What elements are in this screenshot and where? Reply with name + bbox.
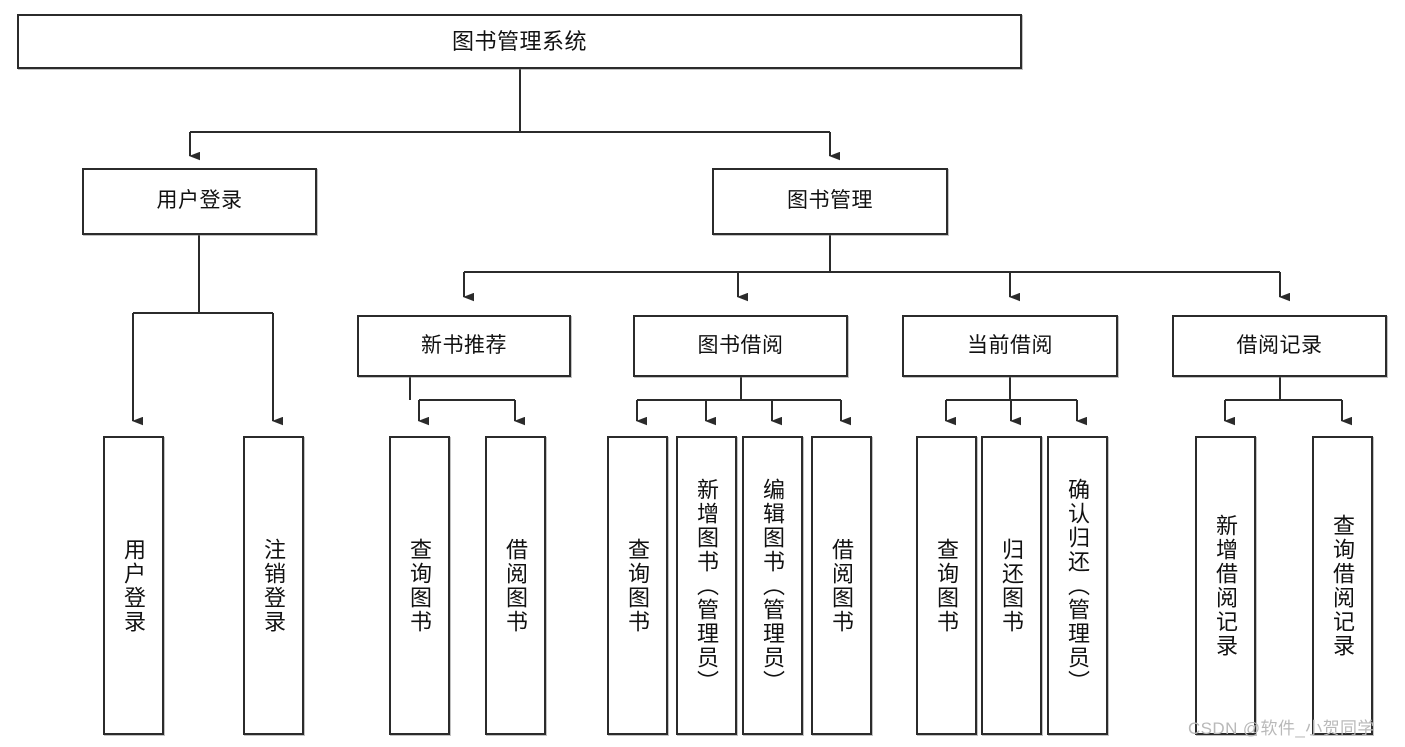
node-user-login[interactable]: 用户登录 (82, 168, 317, 235)
node-leaf-return-book[interactable]: 归还图书 (981, 436, 1042, 735)
csdn-watermark: CSDN @软件_小贺同学 (1188, 719, 1375, 738)
node-leaf-edit-book[interactable]: 编辑图书（管理员） (742, 436, 803, 735)
node-leaf-add-borrow-record[interactable]: 新增借阅记录 (1195, 436, 1256, 735)
node-label: 注销登录 (261, 537, 287, 634)
node-label: 借阅图书 (829, 537, 855, 634)
node-leaf-user-login[interactable]: 用户登录 (103, 436, 164, 735)
node-label: 查询图书 (625, 537, 651, 634)
node-label: 图书管理 (787, 189, 873, 213)
node-book-borrow[interactable]: 图书借阅 (633, 315, 848, 377)
node-label: 当前借阅 (967, 333, 1053, 357)
node-new-book-recommend[interactable]: 新书推荐 (357, 315, 571, 377)
node-label: 查询图书 (407, 537, 433, 634)
node-label: 用户登录 (121, 537, 147, 634)
node-label: 图书借阅 (697, 333, 784, 357)
node-label: 新增图书（管理员） (694, 477, 720, 694)
node-leaf-query-book-recommend[interactable]: 查询图书 (389, 436, 450, 735)
node-label: 新书推荐 (421, 333, 507, 357)
node-leaf-query-book-borrow[interactable]: 查询图书 (607, 436, 668, 735)
node-label: 查询借阅记录 (1330, 513, 1356, 658)
node-label: 确认归还（管理员） (1065, 477, 1091, 694)
node-label: 编辑图书（管理员） (760, 477, 786, 694)
node-borrow-record[interactable]: 借阅记录 (1172, 315, 1387, 377)
node-leaf-confirm-return[interactable]: 确认归还（管理员） (1047, 436, 1108, 735)
node-label: 借阅记录 (1236, 333, 1323, 357)
node-label: 查询图书 (934, 537, 960, 634)
node-label: 借阅图书 (503, 537, 529, 634)
node-label: 新增借阅记录 (1213, 513, 1239, 658)
node-leaf-add-book[interactable]: 新增图书（管理员） (676, 436, 737, 735)
node-label: 归还图书 (999, 537, 1025, 634)
node-leaf-query-borrow-record[interactable]: 查询借阅记录 (1312, 436, 1373, 735)
node-current-borrow[interactable]: 当前借阅 (902, 315, 1118, 377)
node-label: 图书管理系统 (451, 28, 587, 54)
node-leaf-user-logout[interactable]: 注销登录 (243, 436, 304, 735)
node-leaf-borrow-book[interactable]: 借阅图书 (811, 436, 872, 735)
node-root-book-management-system[interactable]: 图书管理系统 (17, 14, 1022, 69)
node-leaf-borrow-book-recommend[interactable]: 借阅图书 (485, 436, 546, 735)
node-leaf-query-book-current[interactable]: 查询图书 (916, 436, 977, 735)
node-book-manage[interactable]: 图书管理 (712, 168, 948, 235)
node-label: 用户登录 (156, 189, 243, 213)
